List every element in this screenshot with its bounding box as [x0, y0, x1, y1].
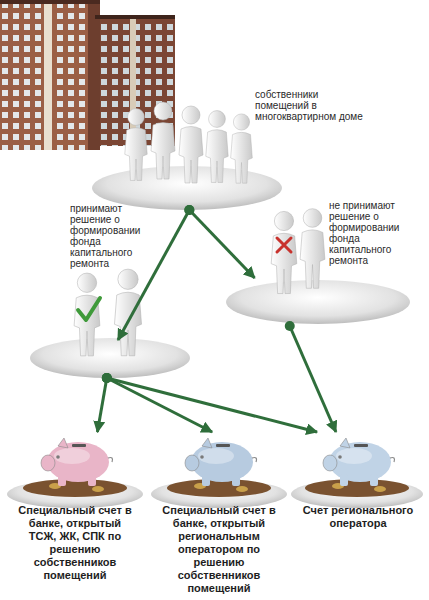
group-label: не принимают решение о формировании фонд…: [329, 200, 421, 266]
node-label-box: Специальный счет в банке, открытый ТСЖ, …: [15, 504, 135, 582]
person-figure: [115, 269, 142, 356]
node-label-box: собственники помещений в многоквартирном…: [255, 89, 365, 122]
group-node: Специальный счет в банке, открытый ТСЖ, …: [5, 432, 145, 580]
platform-disc: [30, 338, 190, 378]
piggy-bank: [41, 438, 113, 486]
balcony-strip: [130, 18, 136, 146]
group-node: не принимают решение о формировании фонд…: [225, 278, 410, 326]
node-label-box: Специальный счет в банке, открытый регио…: [156, 504, 282, 595]
node-label-box: принимают решение о формировании фонда к…: [70, 203, 158, 269]
group-node: Специальный счет в банке, открытый регио…: [150, 432, 288, 580]
roof: [95, 15, 175, 19]
group-label: принимают решение о формировании фонда к…: [70, 203, 158, 269]
person-figure: [231, 114, 253, 183]
branch-dot: [102, 373, 112, 383]
branch-dot: [285, 321, 295, 331]
accept-group: [30, 269, 190, 378]
person-figure: [179, 106, 203, 183]
piggy-bank: [323, 438, 395, 486]
piggy-bank: [185, 438, 257, 486]
coin: [236, 486, 248, 492]
balcony-strip: [44, 0, 52, 150]
person-figure: [206, 111, 228, 183]
person-figure: [74, 273, 100, 356]
coin: [374, 486, 386, 492]
piggy-bank-1: [7, 438, 143, 508]
building-corner: [88, 0, 100, 150]
check-mark: [78, 298, 100, 320]
flow-arrow: [189, 210, 254, 278]
branch-dot: [102, 373, 112, 383]
platform-disc: [151, 480, 287, 508]
piggy-bank-3: [291, 438, 423, 508]
account-label: Специальный счет в банке, открытый регио…: [156, 504, 282, 595]
piggy-bank-2: [151, 438, 287, 508]
roof: [0, 0, 100, 4]
flow-arrow: [290, 326, 336, 432]
group-node: собственники помещений в многоквартирном…: [95, 162, 280, 210]
building-front: [0, 0, 100, 150]
branch-dot: [102, 373, 112, 383]
branch-dot: [184, 205, 194, 215]
group-label: собственники помещений в многоквартирном…: [255, 89, 365, 122]
branch-dot: [184, 205, 194, 215]
group-node: Счет регионального оператора: [290, 432, 425, 580]
flow-arrow: [107, 378, 317, 432]
person-figure: [271, 211, 297, 293]
platform-disc: [291, 480, 423, 508]
coin: [92, 486, 104, 492]
node-label-box: Счет регионального оператора: [298, 504, 418, 530]
apartment-building: [0, 0, 175, 150]
person-figure: [151, 102, 175, 179]
account-label: Счет регионального оператора: [298, 504, 418, 530]
person-figure: [125, 109, 147, 181]
account-label: Специальный счет в банке, открытый ТСЖ, …: [15, 504, 135, 582]
person-figure: [300, 209, 325, 289]
platform-disc: [7, 480, 143, 508]
owners-group: [92, 102, 282, 210]
cross-mark: [277, 238, 291, 252]
node-label-box: не принимают решение о формировании фонд…: [329, 200, 421, 266]
flow-arrow: [97, 378, 106, 432]
group-node: принимают решение о формировании фонда к…: [30, 340, 190, 378]
flow-arrow: [107, 378, 212, 432]
